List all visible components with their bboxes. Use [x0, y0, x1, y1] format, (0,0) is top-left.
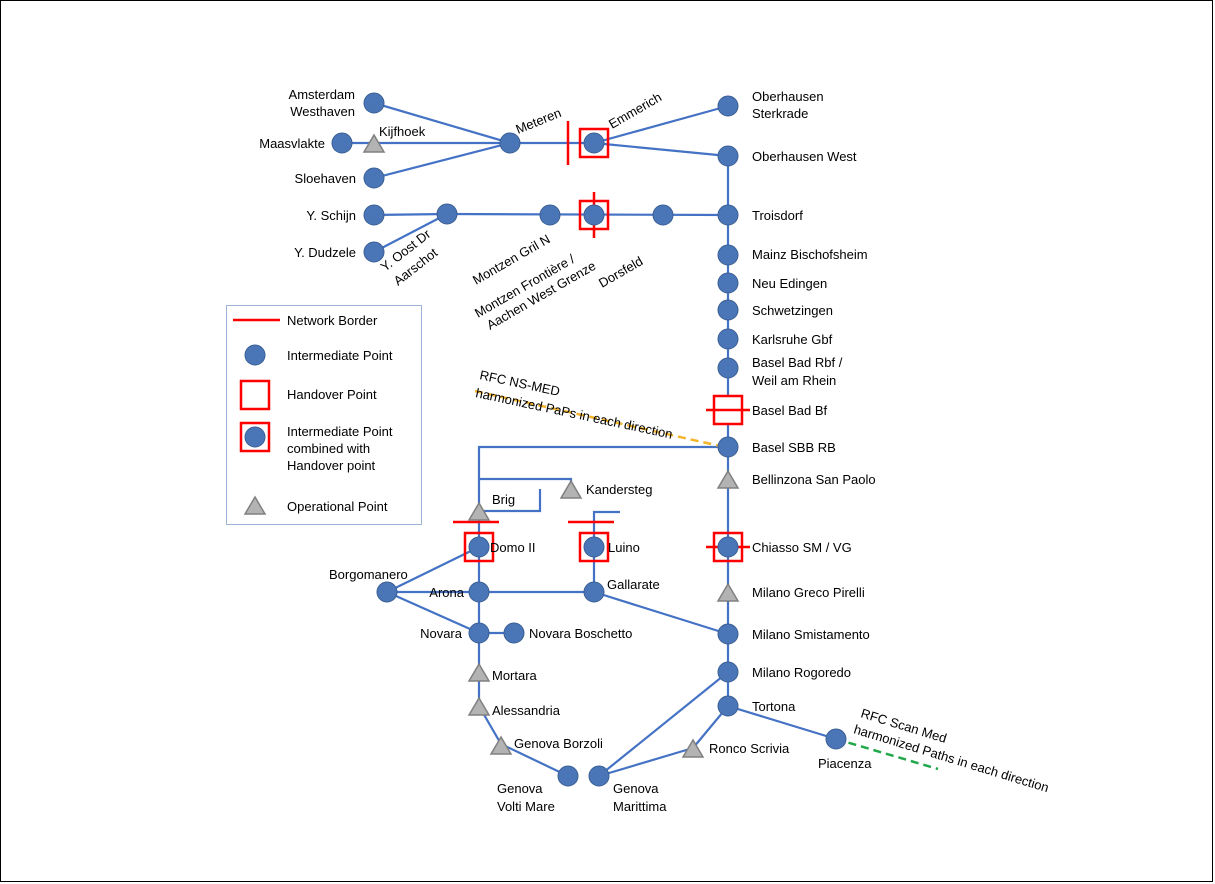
label-neu-edingen: Neu Edingen [752, 276, 827, 291]
label-chiasso: Chiasso SM / VG [752, 540, 852, 555]
label-bellinzona: Bellinzona San Paolo [752, 472, 876, 487]
label-milano-rogoredo: Milano Rogoredo [752, 665, 851, 680]
label-genova-volti-1: Genova [497, 781, 543, 796]
label-genova-marittima-2: Marittima [613, 799, 667, 814]
label-oberhausen-west: Oberhausen West [752, 149, 857, 164]
legend-combined-circle [244, 426, 266, 448]
legend-box [226, 305, 422, 525]
legend-combined-2: combined with [287, 441, 370, 456]
label-genova-borzoli: Genova Borzoli [514, 736, 603, 751]
scanmed-label-2: harmonized Paths in each direction [852, 722, 1051, 796]
label-ronco-scrivia: Ronco Scrivia [709, 741, 790, 756]
label-maasvlakte: Maasvlakte [259, 136, 325, 151]
label-genova-volti-2: Volti Mare [497, 799, 555, 814]
label-amsterdam-1: Amsterdam [289, 87, 355, 102]
label-basel-sbb: Basel SBB RB [752, 440, 836, 455]
label-oberhausen-sterkrade-2: Sterkrade [752, 106, 808, 121]
label-y-dudzele: Y. Dudzele [294, 245, 356, 260]
nsmed-label-2: harmonized PaPs in each direction [474, 385, 674, 441]
label-brig: Brig [492, 492, 515, 507]
operational-points [362, 133, 740, 758]
legend-network-border: Network Border [287, 313, 378, 328]
label-sloehaven: Sloehaven [295, 171, 356, 186]
legend-combined-3: Handover point [287, 458, 376, 473]
label-borgomanero: Borgomanero [329, 567, 408, 582]
legend-intermediate-point: Intermediate Point [287, 348, 393, 363]
label-milano-smistamento: Milano Smistamento [752, 627, 870, 642]
label-y-schijn: Y. Schijn [306, 208, 356, 223]
label-schwetzingen: Schwetzingen [752, 303, 833, 318]
label-troisdorf: Troisdorf [752, 208, 803, 223]
label-meteren: Meteren [514, 105, 564, 137]
label-milano-greco: Milano Greco Pirelli [752, 585, 865, 600]
legend-combined-1: Intermediate Point [287, 424, 393, 439]
station-labels: Amsterdam Westhaven Maasvlakte Kijfhoek … [259, 87, 875, 814]
annotations: RFC NS-MED harmonized PaPs in each direc… [474, 367, 1050, 795]
label-luino: Luino [608, 540, 640, 555]
label-basel-bad-rbf-2: Weil am Rhein [752, 373, 836, 388]
label-dorsfeld: Dorsfeld [596, 253, 645, 290]
label-novara: Novara [420, 626, 463, 641]
legend: Network Border Intermediate Point Handov… [233, 313, 393, 515]
legend-handover-point: Handover Point [287, 387, 377, 402]
label-gallarate: Gallarate [607, 577, 660, 592]
label-mortara: Mortara [492, 668, 538, 683]
label-alessandria: Alessandria [492, 703, 561, 718]
label-basel-bad-bf: Basel Bad Bf [752, 403, 828, 418]
label-kijfhoek: Kijfhoek [379, 124, 426, 139]
legend-combined-square [239, 421, 271, 453]
label-genova-marittima-1: Genova [613, 781, 659, 796]
label-arona: Arona [429, 585, 464, 600]
label-piacenza: Piacenza [818, 756, 872, 771]
label-mainz: Mainz Bischofsheim [752, 247, 868, 262]
legend-operational-point: Operational Point [287, 499, 388, 514]
label-kandersteg: Kandersteg [586, 482, 653, 497]
label-oberhausen-sterkrade-1: Oberhausen [752, 89, 824, 104]
legend-intermediate-symbol [244, 344, 266, 366]
scanmed-dashed-line [835, 737, 939, 771]
label-domo: Domo II [490, 540, 536, 555]
network-lines [342, 101, 837, 778]
label-amsterdam-2: Westhaven [290, 104, 355, 119]
label-tortona: Tortona [752, 699, 796, 714]
label-basel-bad-rbf-1: Basel Bad Rbf / [752, 355, 843, 370]
label-karlsruhe: Karlsruhe Gbf [752, 332, 833, 347]
nodes [331, 92, 847, 787]
legend-op-symbol [243, 495, 267, 515]
label-novara-boschetto: Novara Boschetto [529, 626, 632, 641]
legend-handover-symbol [239, 379, 271, 411]
nsmed-dashed-line [474, 389, 721, 448]
